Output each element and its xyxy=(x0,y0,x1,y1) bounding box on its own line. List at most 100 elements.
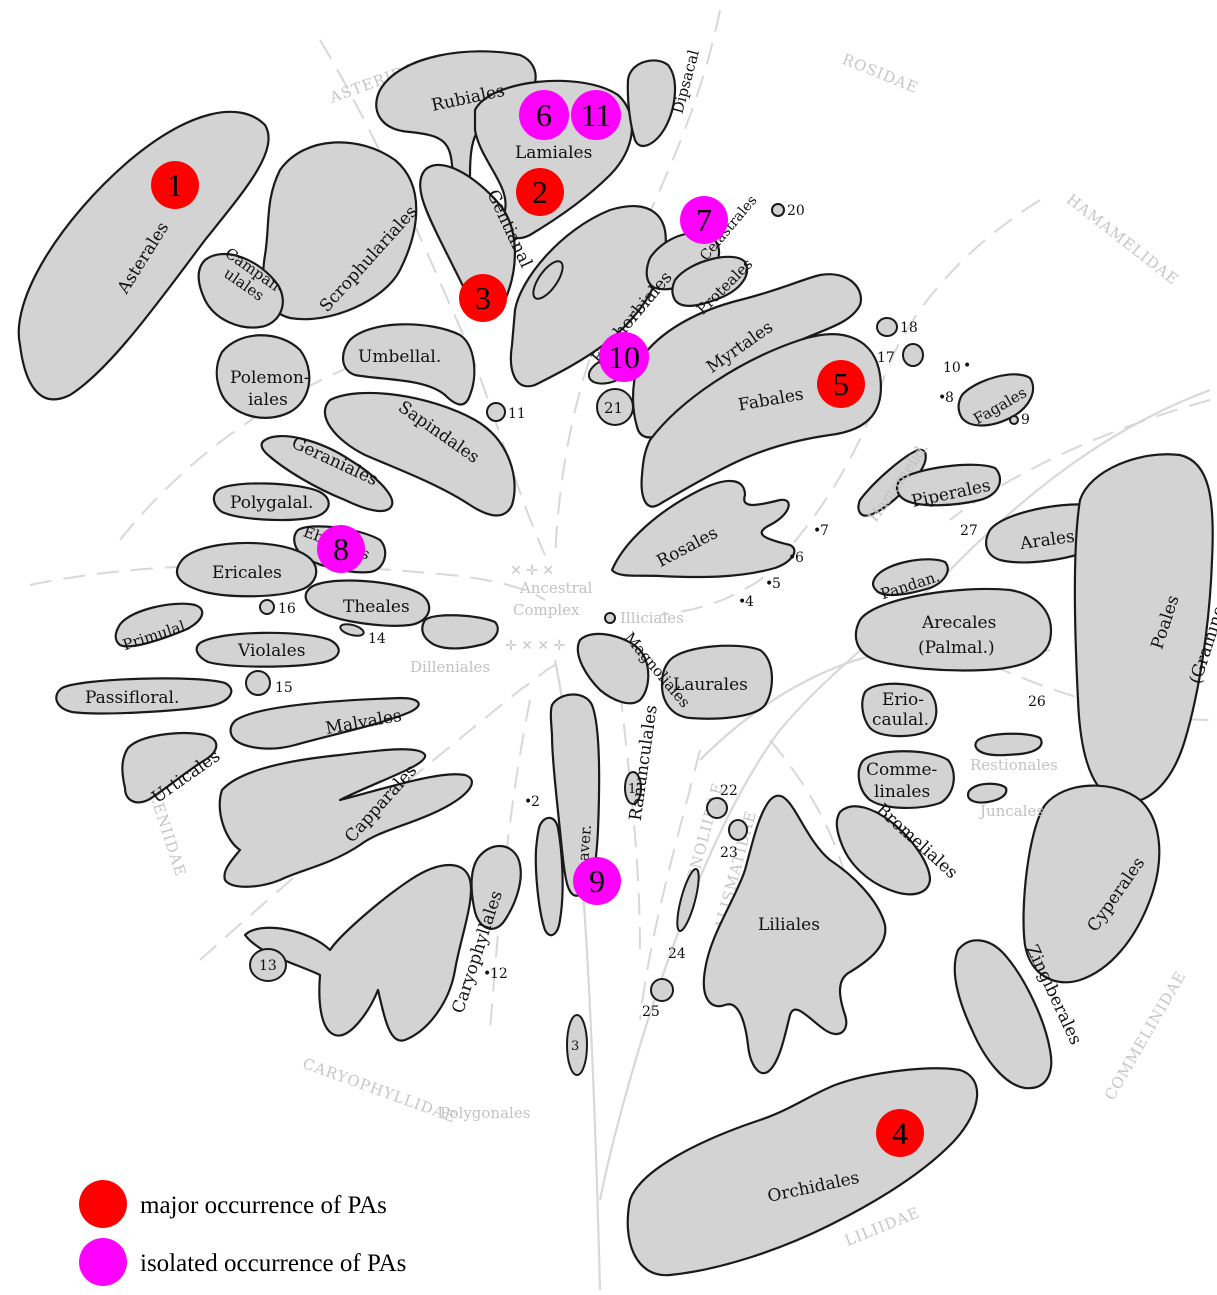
num-5: 5 xyxy=(772,576,781,592)
center-label-complex: Complex xyxy=(513,601,580,619)
marker-1: 1 xyxy=(151,161,199,209)
num-27: 27 xyxy=(960,523,978,539)
marker-4: 4 xyxy=(876,1109,924,1157)
marker-10: 10 xyxy=(599,332,649,382)
label-commelinales-1: Comme- xyxy=(866,760,937,780)
legend-isolated-label: isolated occurrence of PAs xyxy=(140,1250,406,1277)
marker-6-label: 6 xyxy=(536,97,552,133)
num-8: 8 xyxy=(945,390,954,406)
marker-2-label: 2 xyxy=(532,174,548,210)
blob-capparales xyxy=(220,749,472,887)
label-order-3: 3 xyxy=(571,1039,579,1054)
blob-order-11-sapindales-strip xyxy=(422,615,497,648)
legend: major occurrence of PAs isolated occurre… xyxy=(79,1180,406,1286)
marker-6: 6 xyxy=(519,90,569,140)
subclass-rosidae: ROSIDAE xyxy=(840,50,921,97)
num-16: 16 xyxy=(278,601,296,617)
legend-major-label: major occurrence of PAs xyxy=(140,1192,387,1219)
num-18: 18 xyxy=(900,320,918,336)
label-polygalales: Polygalal. xyxy=(230,493,313,513)
label-eriocaulales-1: Erio- xyxy=(882,690,924,710)
circle-order-17 xyxy=(903,344,923,366)
legend-isolated-swatch xyxy=(79,1238,127,1286)
subclass-commelinidae: COMMELINIDAE xyxy=(1101,968,1190,1104)
label-commelinales-2: linales xyxy=(874,782,930,802)
label-ranunculales: Ranunculales xyxy=(626,704,662,822)
label-violales: Violales xyxy=(237,641,305,661)
num-20: 20 xyxy=(787,203,805,219)
marker-3: 3 xyxy=(459,274,507,322)
num-12: 12 xyxy=(490,966,508,982)
circle-order-illiciales xyxy=(605,613,615,623)
marker-9: 9 xyxy=(573,857,621,905)
marker-8: 8 xyxy=(317,525,365,573)
label-arecales-1: Arecales xyxy=(921,613,996,633)
num-2: 2 xyxy=(531,794,540,810)
num-22: 22 xyxy=(720,783,738,799)
marker-3-label: 3 xyxy=(475,280,491,316)
label-order-21: 21 xyxy=(604,399,623,417)
order-shapes xyxy=(19,51,1213,1275)
circle-order-16 xyxy=(260,600,274,614)
num-26: 26 xyxy=(1028,694,1046,710)
num-14: 14 xyxy=(368,631,386,647)
label-polygonales: Polygonales xyxy=(440,1104,530,1122)
label-order-13: 13 xyxy=(259,958,277,974)
marker-9-label: 9 xyxy=(589,863,605,899)
marker-10-label: 10 xyxy=(608,339,640,375)
marker-4-label: 4 xyxy=(892,1115,908,1151)
num-17: 17 xyxy=(877,350,895,366)
circle-order-25 xyxy=(651,979,673,1001)
dot-10: • xyxy=(963,358,971,374)
blob-papaver xyxy=(536,818,563,935)
subclass-hamamelidae: HAMAMELIDAE xyxy=(1063,190,1182,289)
circle-order-14 xyxy=(339,622,365,638)
num-6: 6 xyxy=(795,550,804,566)
marker-11: 11 xyxy=(571,90,621,140)
marker-7: 7 xyxy=(680,196,728,244)
label-umbellales: Umbellal. xyxy=(358,347,441,367)
marker-5-label: 5 xyxy=(833,366,849,402)
blob-dipsacales xyxy=(628,60,675,146)
center-label-dilleniales: Dilleniales xyxy=(410,658,490,676)
label-passiflorales: Passifloral. xyxy=(85,688,179,708)
center-marks-2: ✛ ✕ ✕ ✛ xyxy=(505,638,565,654)
marker-11-label: 11 xyxy=(581,97,612,133)
blob-restionales xyxy=(975,734,1041,755)
legend-major-swatch xyxy=(79,1180,127,1228)
label-ericales: Ericales xyxy=(212,563,282,583)
label-arecales-2: (Palmal.) xyxy=(918,638,995,658)
marker-2: 2 xyxy=(516,168,564,216)
label-polemoniales-1: Polemon- xyxy=(230,368,310,388)
marker-5: 5 xyxy=(817,360,865,408)
label-restionales: Restionales xyxy=(970,756,1058,774)
center-label-illiciales: Illiciales xyxy=(620,609,684,627)
circle-order-18 xyxy=(877,318,897,336)
num-24: 24 xyxy=(668,946,686,962)
label-lamiales: Lamiales xyxy=(515,143,592,163)
label-polemoniales-2: iales xyxy=(248,390,288,410)
circle-order-15 xyxy=(246,671,270,695)
marker-8-label: 8 xyxy=(333,531,349,567)
num-23: 23 xyxy=(720,845,738,861)
blob-juncales xyxy=(968,784,1006,803)
subclass-caryophyllidae: CARYOPHYLLIDAE xyxy=(300,1054,458,1126)
num-11: 11 xyxy=(508,406,526,422)
blob-orchidales xyxy=(628,1068,977,1275)
label-liliales: Liliales xyxy=(758,915,820,935)
num-10: 10 xyxy=(943,360,961,376)
label-juncales: Juncales xyxy=(978,802,1044,820)
circle-order-9 xyxy=(1010,416,1018,424)
num-15: 15 xyxy=(275,680,293,696)
marker-1-label: 1 xyxy=(167,167,183,203)
num-25: 25 xyxy=(642,1004,660,1020)
label-theales: Theales xyxy=(343,597,410,617)
label-eriocaulales-2: caulal. xyxy=(872,710,929,730)
center-label-ancestral: Ancestral xyxy=(519,579,593,597)
circle-order-22 xyxy=(707,798,727,818)
num-7: 7 xyxy=(820,523,829,539)
marker-7-label: 7 xyxy=(696,202,712,238)
circle-order-11 xyxy=(487,403,505,421)
circle-order-23 xyxy=(729,820,747,840)
